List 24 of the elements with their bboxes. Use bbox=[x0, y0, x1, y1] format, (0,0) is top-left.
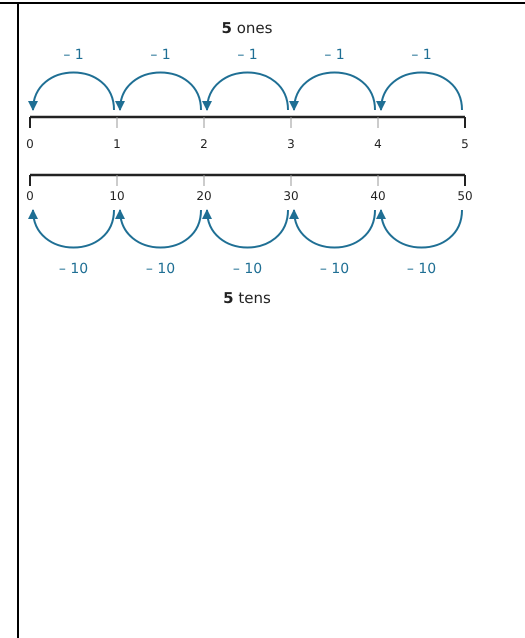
tick-label: 30 bbox=[277, 175, 305, 210]
jump-arrow bbox=[203, 209, 289, 248]
jump-arrow bbox=[290, 209, 376, 248]
jump-arrow bbox=[290, 72, 376, 111]
jump-arrow bbox=[377, 209, 463, 248]
tick-label: 20 bbox=[190, 175, 218, 210]
number-line-caption: 5 ones bbox=[222, 19, 272, 37]
jump-arrow bbox=[116, 209, 202, 248]
jump-arrow bbox=[29, 72, 115, 111]
tick-label: 1 bbox=[103, 110, 131, 151]
jump-arrow bbox=[116, 72, 202, 111]
tick-label: 50 bbox=[451, 175, 479, 210]
jump-arrow bbox=[377, 72, 463, 111]
number-line-caption: 5 tens bbox=[223, 289, 271, 307]
tick-label: 4 bbox=[364, 110, 392, 151]
tick-label: 5 bbox=[451, 110, 479, 151]
tick-label: 10 bbox=[103, 175, 131, 210]
tick-label: 0 bbox=[16, 175, 44, 210]
tick-label: 3 bbox=[277, 110, 305, 151]
tick-label: 40 bbox=[364, 175, 392, 210]
jump-arrow bbox=[203, 72, 289, 111]
tick-label: 0 bbox=[16, 110, 44, 151]
jump-arrow bbox=[29, 209, 115, 248]
tick-label: 2 bbox=[190, 110, 218, 151]
